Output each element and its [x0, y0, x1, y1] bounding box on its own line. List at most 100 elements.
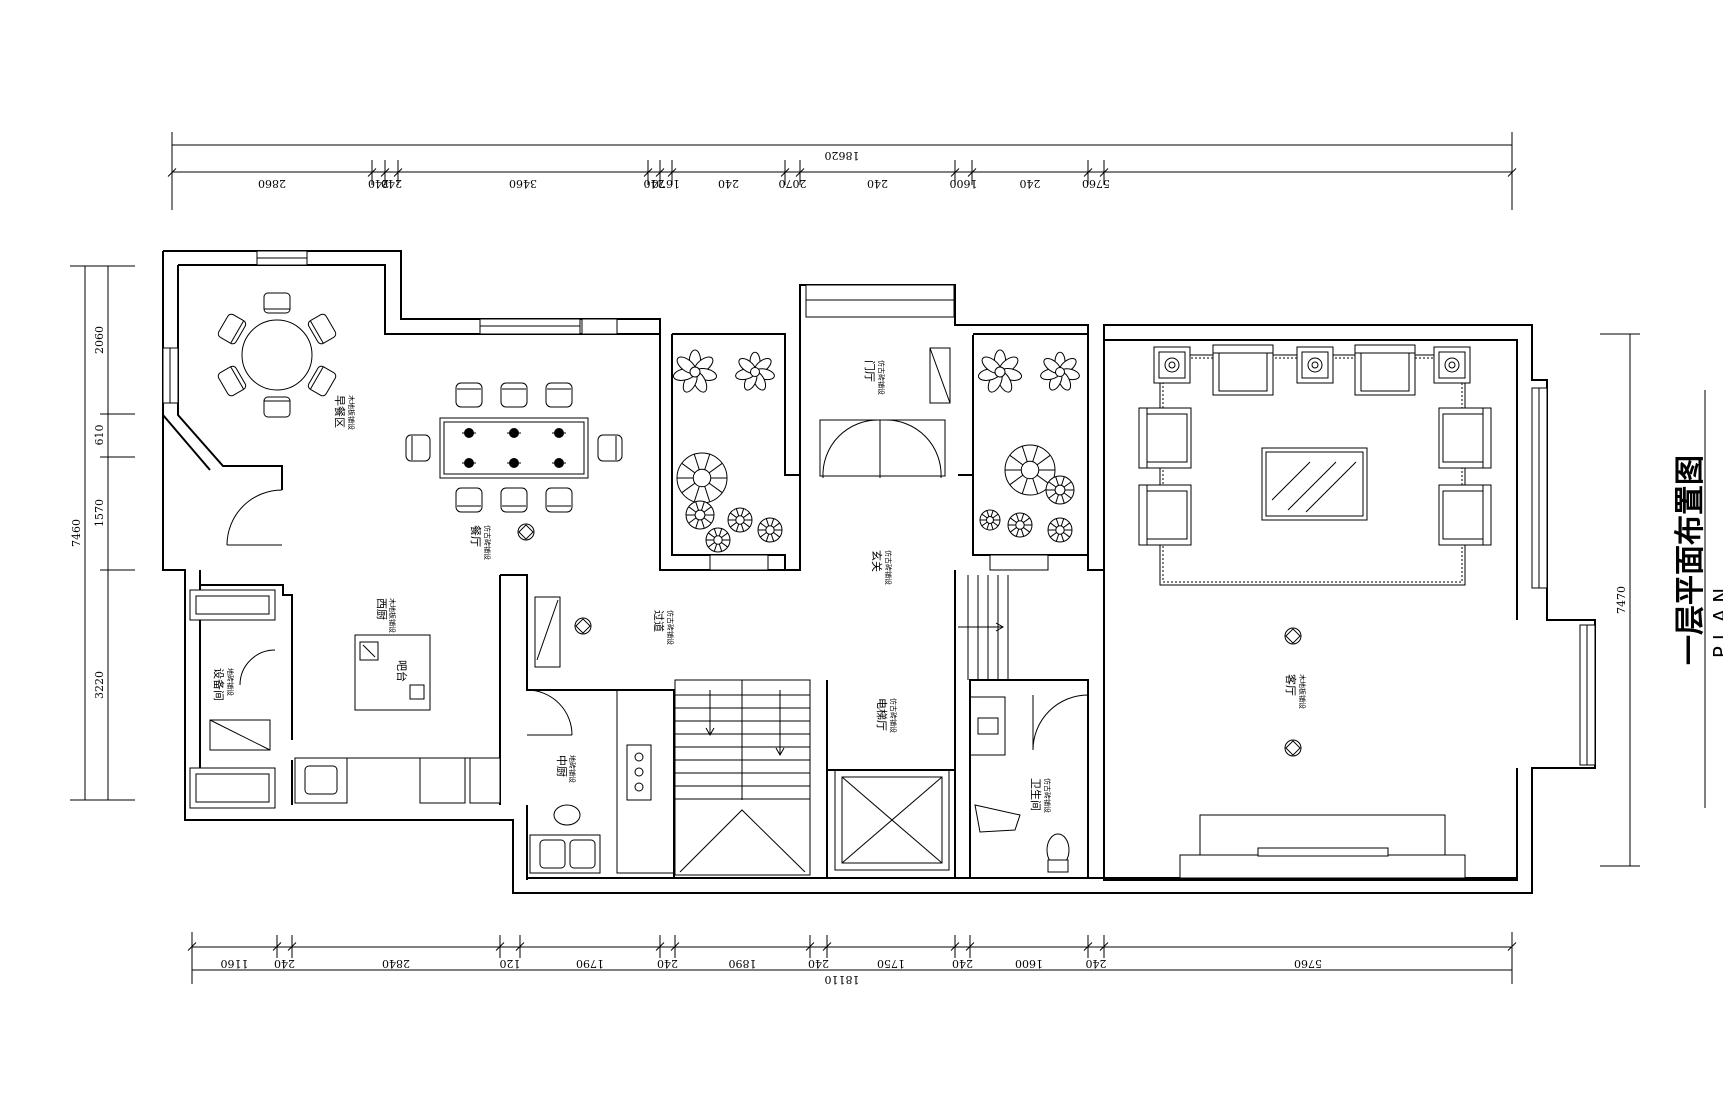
breakfast-chair: [263, 292, 291, 314]
breakfast-chair: [263, 396, 291, 418]
entry-label: 门厅: [863, 360, 877, 382]
dining-chair: [405, 434, 431, 462]
corridor-note: 仿古砖铺设: [666, 610, 675, 645]
left-seg-1: 2060: [93, 326, 106, 354]
bathroom-fixtures: [969, 694, 1089, 873]
place-setting: [507, 428, 521, 438]
bottom-seg-13: 5760: [1294, 957, 1322, 970]
top-seg-12: 5760: [1082, 177, 1110, 190]
bottom-seg-3: 2840: [382, 957, 410, 970]
bottom-seg-12: 240: [1086, 957, 1107, 970]
living-note: 木地板铺设: [1298, 674, 1307, 709]
kitchen-island: [354, 634, 431, 711]
dining-note: 仿古砖铺设: [483, 525, 492, 560]
bottom-seg-1: 1160: [221, 957, 249, 970]
bottom-seg-7: 1890: [729, 957, 757, 970]
bottom-seg-8: 240: [808, 957, 829, 970]
place-setting: [507, 458, 521, 468]
entry-vestibule: [805, 284, 955, 404]
top-seg-7: 240: [718, 177, 739, 190]
bottom-seg-6: 240: [657, 957, 678, 970]
top-seg-6: 1670: [652, 177, 680, 190]
corridor-label: 过道: [652, 610, 666, 632]
west-kitchen-note: 木地板铺设: [388, 598, 397, 633]
left-seg-2: 610: [93, 425, 106, 446]
elevator-shaft: [834, 769, 950, 871]
plan-subtitle: PLAN: [1709, 582, 1723, 658]
top-seg-9: 240: [867, 177, 888, 190]
side-table-icon: [1153, 346, 1191, 384]
armchair: [1138, 407, 1192, 469]
dining-chair: [455, 382, 483, 408]
entry-note: 仿古砖铺设: [877, 360, 886, 395]
staircase: [674, 575, 1009, 876]
equipment-room-fixtures: [189, 589, 276, 809]
shrub-icon: [979, 509, 1001, 531]
bottom-seg-4: 120: [500, 957, 521, 970]
dining-chair: [545, 487, 573, 513]
shrub-icon: [1007, 512, 1033, 538]
corridor-cabinet: [534, 596, 561, 668]
place-setting: [462, 458, 476, 468]
place-setting: [462, 428, 476, 438]
dining-label: 餐厅: [469, 525, 483, 547]
chinese-kitchen-label: 中厨: [555, 755, 568, 777]
ceiling-light-icon: [574, 617, 592, 635]
west-kitchen-door[interactable]: [226, 489, 283, 546]
bottom-seg-9: 1750: [877, 957, 905, 970]
shrub-icon: [705, 527, 731, 553]
top-seg-8: 2070: [779, 177, 807, 190]
top-seg-11: 240: [1020, 177, 1041, 190]
armchair: [1438, 484, 1492, 546]
armchair: [1438, 407, 1492, 469]
living-label: 客厅: [1284, 674, 1298, 696]
bathroom-note: 仿古砖铺设: [1043, 778, 1052, 813]
top-seg-10: 1600: [950, 177, 978, 190]
breakfast-label: 早餐区: [333, 395, 347, 428]
equipment-note: 地砖铺设: [226, 668, 235, 696]
island-label: 吧台: [395, 660, 409, 682]
shrub-icon: [727, 507, 753, 533]
top-seg-5: 240: [644, 177, 665, 190]
top-seg-3: 240: [381, 177, 402, 190]
shrub-icon: [676, 452, 728, 504]
bottom-dimension-lines: [187, 932, 1517, 984]
equipment-label: 设备间: [212, 668, 226, 701]
top-seg-2: 240: [368, 177, 389, 190]
bottom-seg-11: 1600: [1015, 957, 1043, 970]
armchair: [1354, 344, 1416, 396]
breakfast-chair: [217, 365, 247, 397]
armchair: [1138, 484, 1192, 546]
left-dimension-lines: [70, 265, 135, 801]
dining-chair: [545, 382, 573, 408]
top-seg-1: 2860: [258, 177, 286, 190]
left-seg-3: 1570: [93, 499, 106, 527]
left-total-dimension: 7460: [70, 519, 83, 547]
courtyard-plants: [672, 349, 1080, 553]
plant-icon: [977, 349, 1023, 393]
entry-double-door[interactable]: [819, 419, 946, 479]
top-seg-4: 3460: [509, 177, 537, 190]
shrub-icon: [1004, 444, 1056, 496]
place-setting: [552, 428, 566, 438]
top-total-dimension: 18620: [825, 149, 860, 162]
plant-icon: [1040, 351, 1080, 391]
right-total-dimension: 7470: [1615, 586, 1628, 614]
bottom-seg-10: 240: [952, 957, 973, 970]
ceiling-light-icon: [1284, 627, 1302, 645]
bottom-seg-2: 240: [274, 957, 295, 970]
elevator-note: 仿古砖铺设: [889, 698, 898, 733]
windows: [162, 250, 1596, 766]
west-kitchen-label: 西厨: [375, 598, 388, 620]
foyer-note: 仿古砖铺设: [884, 550, 893, 585]
ceiling-light-icon: [517, 523, 535, 541]
dining-chair: [500, 382, 528, 408]
dining-chair: [597, 434, 623, 462]
side-table-icon: [1296, 346, 1334, 384]
dining-chair: [500, 487, 528, 513]
foyer-label: 玄关: [870, 550, 884, 572]
plant-icon: [735, 351, 775, 391]
place-setting: [552, 458, 566, 468]
top-dimension-lines: [167, 132, 1517, 210]
shrub-icon: [685, 500, 715, 530]
